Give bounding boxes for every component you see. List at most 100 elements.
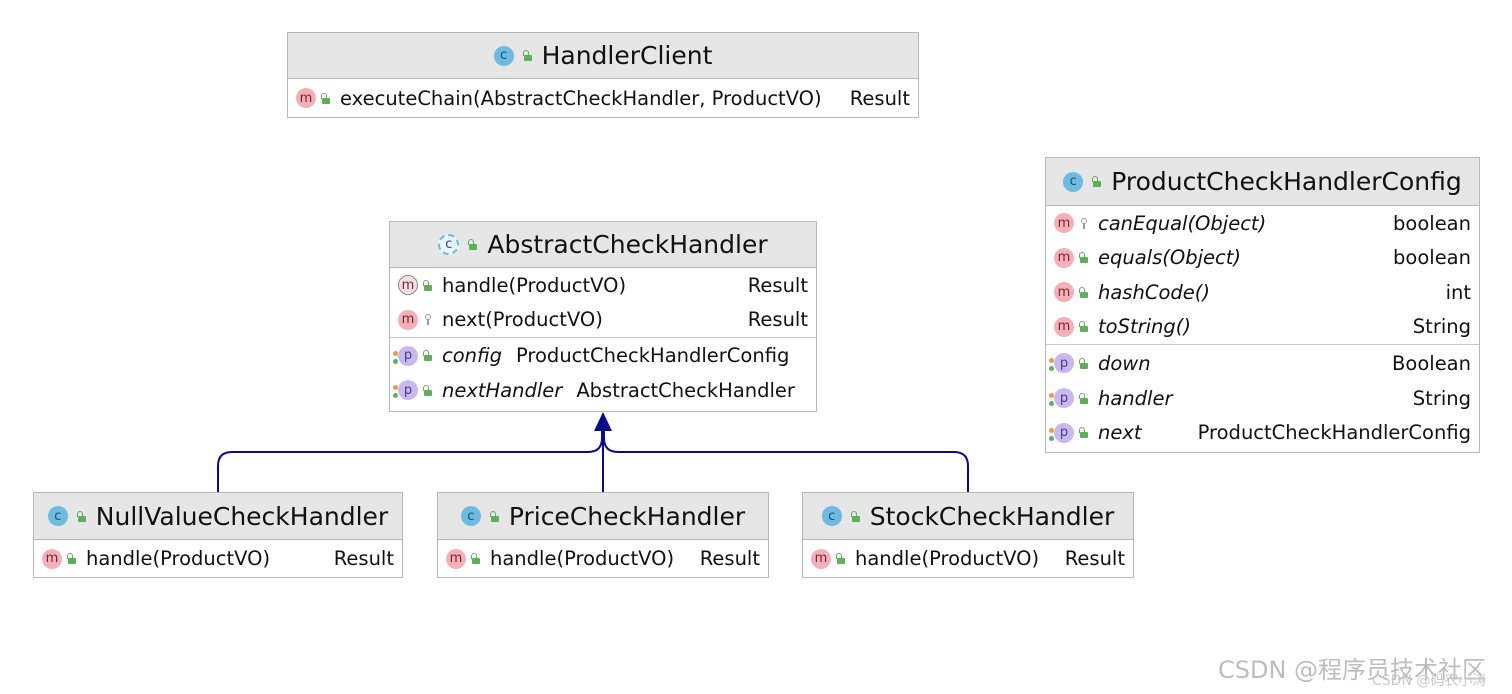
- method-name: handle(ProductVO): [855, 547, 1040, 570]
- class-price-check-handler[interactable]: c PriceCheckHandler m handle(ProductVO) …: [437, 492, 769, 578]
- method-row[interactable]: m canEqual(Object) boolean: [1046, 206, 1479, 241]
- method-row[interactable]: m toString() String: [1046, 310, 1479, 345]
- public-lock-icon: [1080, 321, 1088, 333]
- class-handler-client[interactable]: c HandlerClient m executeChain(AbstractC…: [287, 32, 919, 118]
- property-type: String: [1412, 386, 1471, 410]
- class-stock-check-handler[interactable]: c StockCheckHandler m handle(ProductVO) …: [802, 492, 1134, 578]
- public-lock-icon: [1080, 287, 1088, 298]
- method-icon: m: [1054, 247, 1074, 268]
- method-row[interactable]: m handle(ProductVO) Result: [34, 540, 402, 577]
- class-header: c ProductCheckHandlerConfig: [1046, 158, 1479, 206]
- abstract-method-icon: m: [398, 275, 418, 296]
- method-row[interactable]: m hashCode() int: [1046, 275, 1479, 310]
- class-null-value-check-handler[interactable]: c NullValueCheckHandler m handle(Product…: [33, 492, 403, 578]
- class-icon: c: [1063, 171, 1084, 192]
- property-type: ProductCheckHandlerConfig: [1197, 421, 1471, 445]
- method-name: handle(ProductVO): [490, 547, 675, 570]
- method-name: executeChain(AbstractCheckHandler, Produ…: [340, 86, 822, 110]
- method-type: String: [1412, 315, 1471, 339]
- method-type: Result: [333, 547, 394, 570]
- property-row[interactable]: p config ProductCheckHandlerConfig: [390, 337, 816, 373]
- method-type: Result: [1064, 547, 1125, 570]
- public-lock-icon: [472, 553, 480, 564]
- property-name: nextHandler: [442, 378, 563, 402]
- method-name: handle(ProductVO): [86, 547, 271, 570]
- method-icon: m: [398, 309, 418, 330]
- public-lock-icon: [77, 511, 86, 522]
- property-name: handler: [1098, 386, 1173, 410]
- class-header: c PriceCheckHandler: [438, 493, 768, 540]
- property-row[interactable]: p down Boolean: [1046, 344, 1479, 381]
- class-icon: c: [493, 45, 514, 66]
- class-header: c HandlerClient: [288, 33, 918, 79]
- class-abstract-check-handler[interactable]: c AbstractCheckHandler m handle(ProductV…: [389, 221, 817, 412]
- method-name: equals(Object): [1098, 246, 1241, 270]
- method-icon: m: [1054, 282, 1074, 303]
- property-name: next: [1098, 421, 1142, 445]
- protected-key-icon: [1080, 217, 1088, 229]
- public-lock-icon: [424, 385, 432, 396]
- property-row[interactable]: p handler String: [1046, 381, 1479, 416]
- method-name: hashCode(): [1098, 280, 1210, 304]
- class-icon: c: [47, 506, 68, 526]
- public-lock-icon: [1080, 393, 1088, 404]
- class-header: c NullValueCheckHandler: [34, 493, 402, 540]
- public-lock-icon: [68, 553, 76, 564]
- class-product-check-handler-config[interactable]: c ProductCheckHandlerConfig m canEqual(O…: [1045, 157, 1480, 453]
- method-type: boolean: [1393, 246, 1471, 270]
- method-icon: m: [811, 548, 831, 569]
- property-icon: p: [1049, 353, 1074, 373]
- public-lock-icon: [1080, 427, 1088, 439]
- class-header: c AbstractCheckHandler: [390, 222, 816, 268]
- method-row[interactable]: m equals(Object) boolean: [1046, 241, 1479, 276]
- property-type: ProductCheckHandlerConfig: [516, 344, 790, 367]
- class-icon: c: [821, 506, 842, 526]
- property-icon: p: [393, 380, 418, 401]
- method-icon: m: [1054, 316, 1074, 337]
- public-lock-icon: [424, 350, 432, 361]
- property-row[interactable]: p nextHandler AbstractCheckHandler: [390, 373, 816, 408]
- public-lock-icon: [1093, 176, 1102, 187]
- method-icon: m: [446, 548, 466, 569]
- public-lock-icon: [322, 93, 330, 104]
- method-row[interactable]: m executeChain(AbstractCheckHandler, Pro…: [288, 79, 918, 117]
- public-lock-icon: [1080, 252, 1088, 264]
- property-row[interactable]: p next ProductCheckHandlerConfig: [1046, 416, 1479, 451]
- abstract-class-icon: c: [438, 234, 460, 255]
- method-type: Result: [747, 308, 808, 332]
- edge-stock-to-abstract: [603, 428, 969, 492]
- method-type: Result: [849, 86, 910, 110]
- method-name: toString(): [1098, 315, 1191, 339]
- method-name: canEqual(Object): [1098, 211, 1267, 235]
- public-lock-icon: [469, 239, 478, 250]
- class-header: c StockCheckHandler: [803, 493, 1133, 540]
- class-name: NullValueCheckHandler: [95, 501, 389, 531]
- public-lock-icon: [837, 553, 845, 564]
- method-row[interactable]: m handle(ProductVO) Result: [438, 540, 768, 577]
- method-icon: m: [1054, 213, 1074, 234]
- method-type: Result: [747, 273, 808, 297]
- public-lock-icon: [490, 511, 499, 522]
- public-lock-icon: [424, 280, 432, 291]
- protected-key-icon: [424, 314, 432, 326]
- public-lock-icon: [851, 511, 860, 522]
- class-name: StockCheckHandler: [869, 501, 1115, 531]
- class-icon: c: [460, 506, 481, 526]
- method-row[interactable]: m handle(ProductVO) Result: [390, 268, 816, 303]
- property-type: AbstractCheckHandler: [576, 378, 795, 402]
- class-name: ProductCheckHandlerConfig: [1111, 167, 1462, 196]
- method-name: handle(ProductVO): [442, 273, 627, 297]
- csdn-watermark: CSDN @程序员技术社区: [1218, 656, 1487, 684]
- csdn-watermark-sub: CSDN @码农小涛: [1372, 673, 1487, 689]
- method-type: int: [1445, 280, 1471, 304]
- method-type: boolean: [1393, 211, 1471, 235]
- property-name: config: [442, 344, 502, 367]
- edge-nullvalue-to-abstract: [217, 428, 603, 492]
- method-row[interactable]: m next(ProductVO) Result: [390, 303, 816, 338]
- method-icon: m: [296, 88, 316, 108]
- public-lock-icon: [1080, 358, 1088, 369]
- method-type: Result: [699, 547, 760, 570]
- class-name: PriceCheckHandler: [508, 501, 746, 531]
- property-icon: p: [393, 345, 418, 366]
- method-row[interactable]: m handle(ProductVO) Result: [803, 540, 1133, 577]
